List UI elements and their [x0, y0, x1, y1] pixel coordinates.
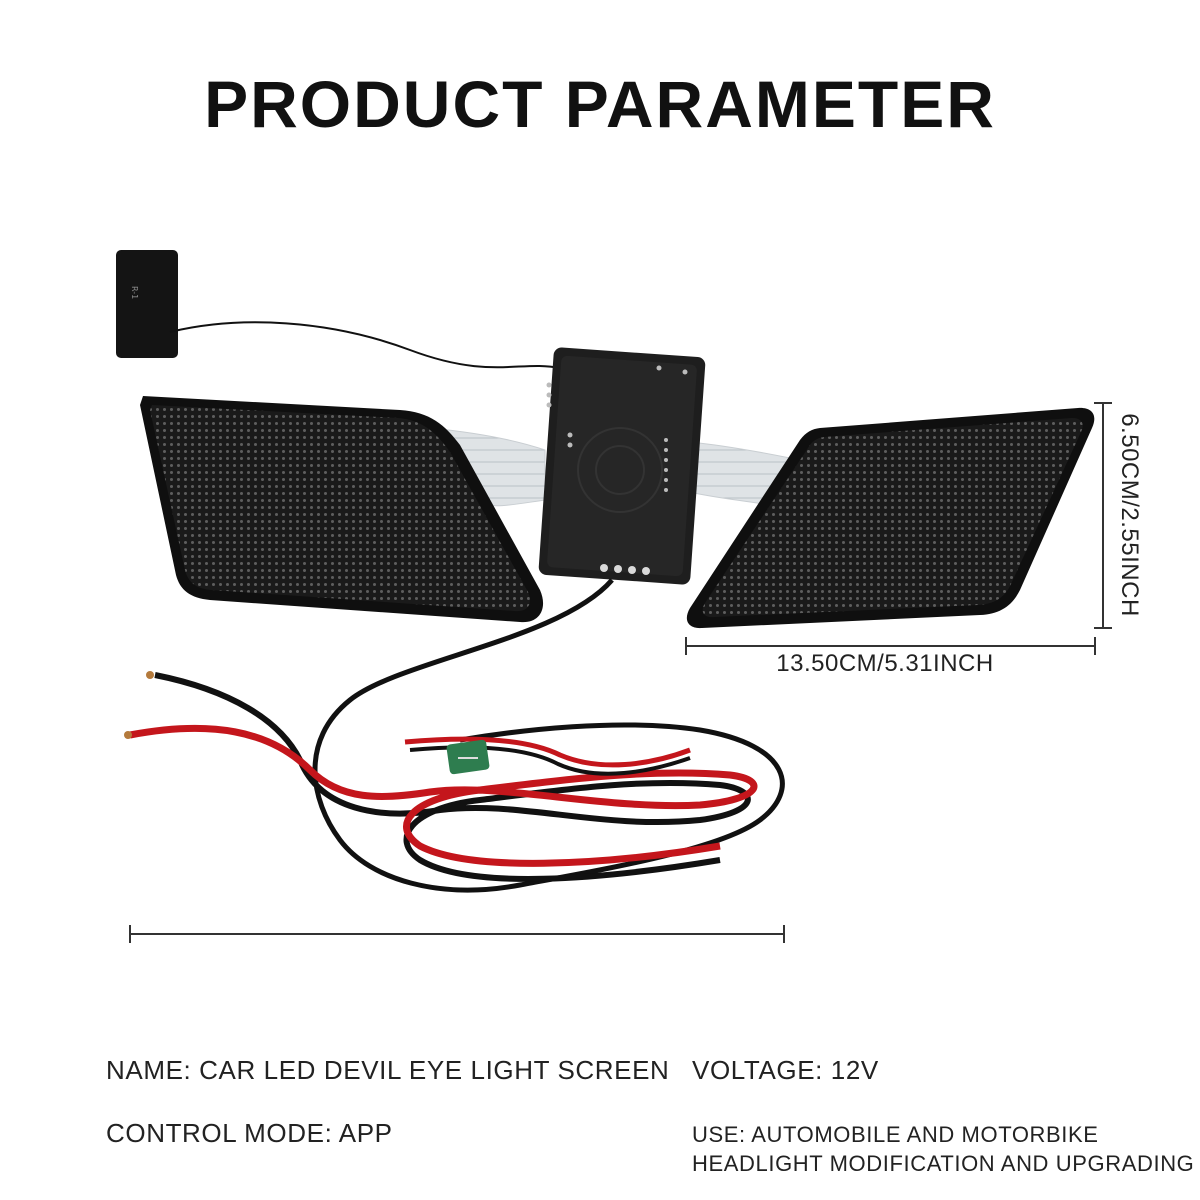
width-dimension-label: 13.50CM/5.31INCH: [776, 650, 994, 677]
power-wire-bundle: [124, 671, 758, 882]
control-board: [538, 347, 706, 585]
spec-control-mode: CONTROL MODE: APP: [106, 1118, 393, 1148]
cable-length-dimension-line: [129, 925, 785, 943]
width-dimension-line: [685, 637, 1096, 655]
height-dimension-line: [1094, 402, 1112, 629]
spec-use-line-2: HEADLIGHT MODIFICATION AND UPGRADING: [692, 1151, 1195, 1176]
spec-voltage: VOLTAGE: 12V: [692, 1055, 879, 1085]
height-dimension-text: 6.50CM/2.55INCH: [1116, 413, 1143, 617]
product-illustration: R-1: [116, 250, 1112, 943]
antenna-module: R-1: [116, 250, 561, 369]
led-panel-left: [140, 396, 544, 623]
led-panel-right: [686, 407, 1095, 629]
page-title: PRODUCT PARAMETER: [204, 67, 996, 141]
spec-use: USE: AUTOMOBILE AND MOTORBIKE HEADLIGHT …: [692, 1120, 1194, 1178]
svg-text:R-1: R-1: [130, 286, 139, 299]
spec-name: NAME: CAR LED DEVIL EYE LIGHT SCREEN: [106, 1055, 670, 1085]
spec-use-line-1: USE: AUTOMOBILE AND MOTORBIKE: [692, 1122, 1099, 1147]
power-cable-main: [312, 578, 785, 893]
